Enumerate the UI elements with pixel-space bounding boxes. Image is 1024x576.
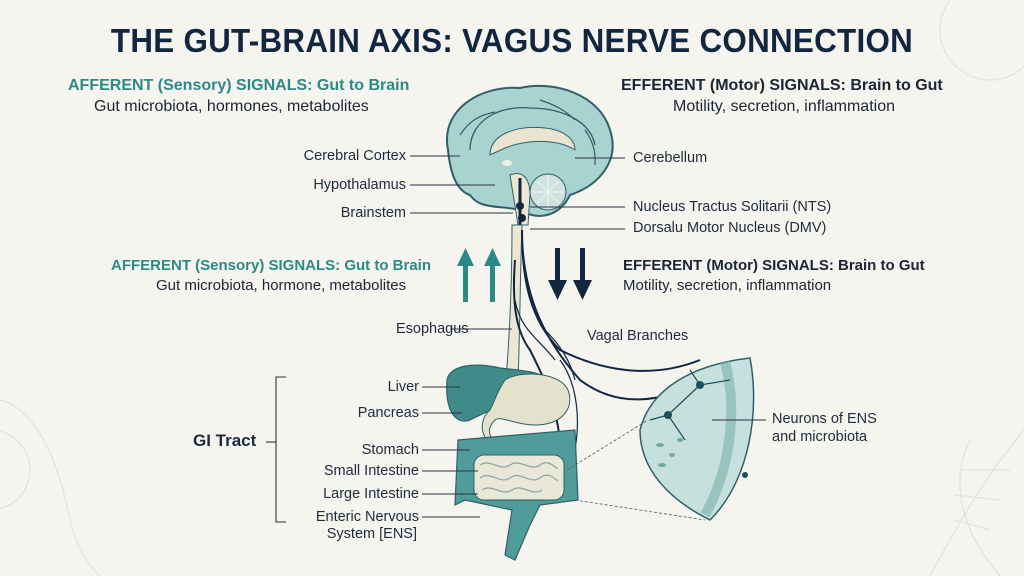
gi-tract-bracket: [266, 376, 286, 523]
page-title: THE GUT-BRAIN AXIS: VAGUS NERVE CONNECTI…: [110, 22, 914, 59]
background-dna-decoration: [929, 429, 1024, 576]
top-afferent-heading: AFFERENT (Sensory) SIGNALS: Gut to Brain: [68, 77, 410, 94]
leader-lines: [410, 155, 766, 518]
label-stomach: Stomach: [361, 442, 419, 458]
mid-efferent-heading: EFFERENT (Motor) SIGNALS: Brain to Gut: [623, 257, 925, 274]
label-hypothalamus: Hypothalamus: [313, 177, 406, 193]
label-liver: Liver: [387, 379, 419, 395]
label-cerebral-cortex: Cerebral Cortex: [303, 148, 406, 164]
afferent-arrows: [457, 248, 501, 302]
label-gi-tract: GI Tract: [193, 431, 257, 450]
stomach-illustration: [481, 373, 571, 446]
mid-afferent-heading: AFFERENT (Sensory) SIGNALS: Gut to Brain: [111, 257, 432, 274]
label-ens-line2: System [ENS]: [326, 526, 417, 542]
brain-illustration: [445, 84, 614, 250]
label-dmv: Dorsalu Motor Nucleus (DMV): [633, 220, 827, 236]
top-afferent-detail: Gut microbiota, hormones, metabolites: [94, 98, 369, 115]
label-pancreas: Pancreas: [357, 405, 419, 421]
label-ens-line1: Enteric Nervous: [315, 509, 419, 525]
mid-afferent-detail: Gut microbiota, hormone, metabolites: [156, 277, 407, 294]
label-ens-neurons: Neurons of ENS: [772, 411, 877, 427]
label-brainstem: Brainstem: [340, 205, 406, 221]
label-nts: Nucleus Tractus Solitarii (NTS): [633, 199, 832, 215]
label-vagal-branches: Vagal Branches: [587, 328, 689, 344]
label-large-intestine: Large Intestine: [323, 486, 419, 502]
top-efferent-detail: Motility, secretion, inflammation: [673, 98, 895, 115]
label-ens-microbiota: and microbiota: [772, 429, 868, 445]
label-esophagus: Esophagus: [396, 321, 469, 337]
small-intestine-illustration: [473, 454, 565, 501]
ens-inset-illustration: [566, 357, 755, 521]
mid-efferent-detail: Motility, secretion, inflammation: [623, 277, 832, 294]
label-small-intestine: Small Intestine: [323, 463, 419, 479]
top-efferent-heading: EFFERENT (Motor) SIGNALS: Brain to Gut: [621, 77, 943, 94]
efferent-arrows: [548, 248, 592, 300]
label-cerebellum: Cerebellum: [633, 150, 708, 166]
